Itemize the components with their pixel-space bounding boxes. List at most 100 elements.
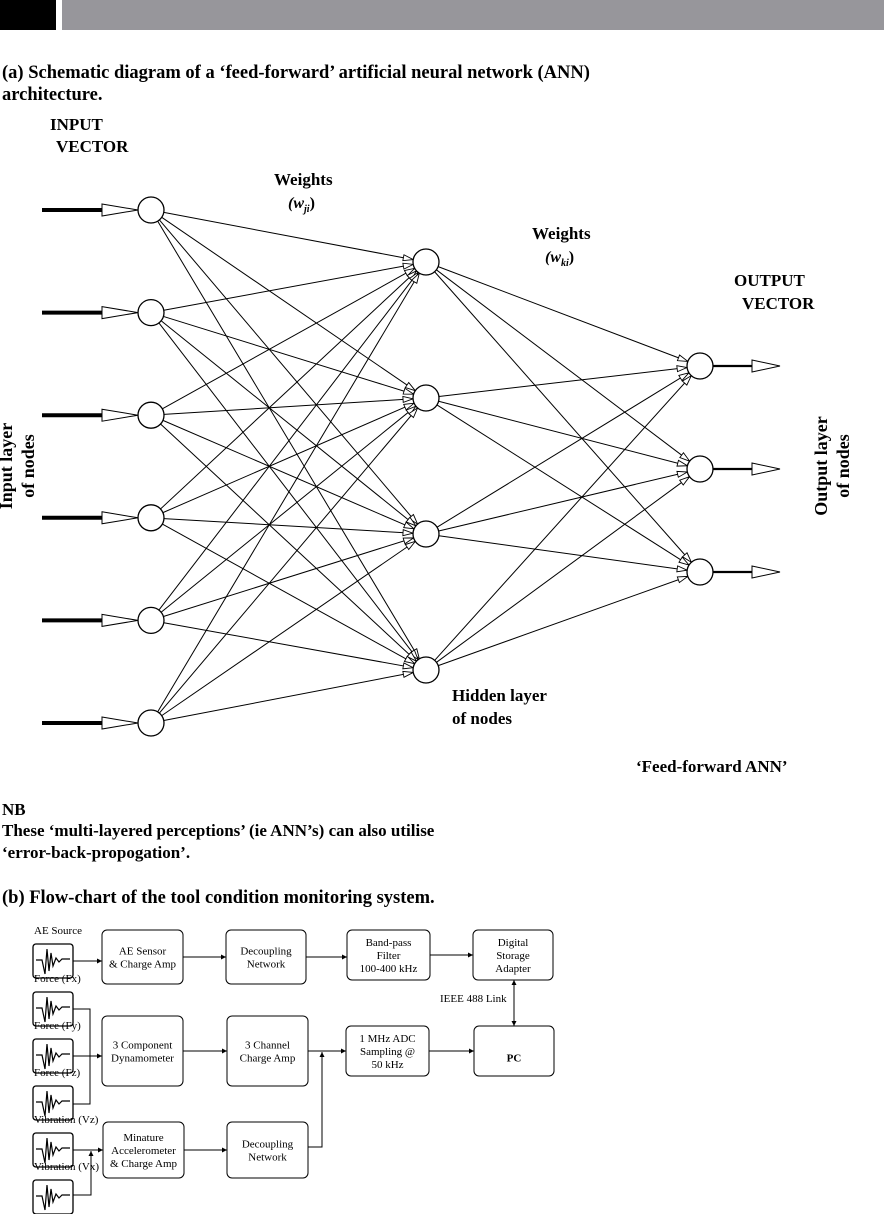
connector-arrowhead-icon (98, 1147, 103, 1153)
input-node (137, 401, 165, 429)
weight-ji-connection (163, 537, 416, 617)
signal-waveform-icon (36, 1137, 70, 1164)
weight-ki-connection (434, 374, 693, 661)
weight-ji-connection (163, 395, 415, 415)
adc-block-text: Sampling @ (360, 1046, 415, 1058)
connection-line (437, 266, 689, 362)
output-arrowhead-icon (751, 359, 781, 373)
connector-arrowhead-icon (222, 1048, 227, 1054)
decoupling-network-2-block-text: Network (248, 1151, 287, 1163)
weights-ji-label: Weights (274, 170, 333, 189)
connection-line (436, 404, 690, 566)
sensor-label: Force (Fy) (34, 1020, 81, 1032)
output-node (686, 558, 714, 586)
connection-line (438, 535, 688, 571)
weight-ji-connection (162, 402, 416, 514)
connection-line (434, 271, 692, 563)
hidden-layer-label-1: Hidden layer (452, 686, 547, 705)
bandpass-filter-block-text: 100-400 kHz (360, 963, 418, 975)
arrowhead-icon (402, 529, 415, 537)
connector-arrowhead-icon (319, 1052, 325, 1057)
sensor-label: AE Source (34, 925, 82, 937)
signal-waveform-icon (36, 1043, 70, 1070)
arrowhead-icon (410, 271, 421, 284)
header-grey-band (62, 0, 884, 30)
connection-line (163, 211, 414, 261)
sensor-3: Force (Fz) (32, 1067, 80, 1121)
input-node (137, 504, 165, 532)
connector-arrowhead-icon (342, 954, 347, 960)
ae-sensor-block-text: AE Sensor (119, 945, 167, 957)
input-vector-label-1: INPUT (50, 115, 103, 134)
connector-arrowhead-icon (97, 1053, 102, 1059)
sensor-label: Force (Fz) (34, 1067, 80, 1079)
output-node (686, 352, 714, 380)
arrowhead-icon (402, 662, 415, 670)
accelerometer-block-text: Accelerometer (111, 1145, 176, 1157)
arrowhead-icon (404, 540, 417, 551)
input-arrowhead-icon (101, 511, 139, 525)
weight-ji-connection (163, 211, 415, 262)
flow-connector (306, 954, 347, 960)
connection-line (161, 216, 416, 392)
sensor-label: Vibration (Vx) (34, 1161, 99, 1173)
weight-ki-connection (434, 271, 693, 564)
weight-ki-connection (438, 365, 689, 397)
connection-line (163, 315, 414, 395)
sensor-2: Force (Fy) (32, 1020, 81, 1074)
dynamometer-block-text: 3 Component (113, 1039, 173, 1051)
connection-line (436, 269, 690, 462)
sensor-1: Force (Fx) (32, 973, 81, 1027)
ae-sensor-block: AE Sensor& Charge Amp (101, 929, 184, 985)
caption-a-line1: (a) Schematic diagram of a ‘feed-forward… (2, 63, 590, 83)
note-line1: These ‘multi-layered perceptions’ (ie AN… (2, 821, 435, 840)
arrowhead-icon (678, 475, 691, 486)
sensor-label: Vibration (Vz) (34, 1114, 99, 1126)
arrowhead-icon (402, 387, 416, 395)
sensor-4: Vibration (Vz) (32, 1114, 99, 1168)
arrowhead-icon (402, 262, 415, 270)
hidden-node (412, 248, 440, 276)
hidden-node (412, 520, 440, 548)
digital-storage-adapter-block-text: Storage (496, 950, 530, 962)
weight-ki-connection (436, 404, 691, 566)
weights-ji-symbol: (wji) (288, 195, 315, 216)
signal-waveform-icon (36, 1184, 70, 1211)
weight-ji-connection (160, 320, 418, 527)
flow-connector (308, 1048, 346, 1054)
arrowhead-icon (406, 651, 418, 663)
input-arrow (42, 408, 139, 422)
arrowhead-icon (402, 670, 415, 678)
connector-arrowhead-icon (88, 1151, 94, 1156)
pc-block-text: PC (507, 1053, 522, 1065)
connector-arrowhead-icon (221, 954, 226, 960)
arrowhead-icon (676, 459, 689, 467)
digital-storage-adapter-block-text: Digital (498, 937, 529, 949)
digital-storage-adapter-block-text: Adapter (495, 963, 531, 975)
connection-line (160, 405, 417, 613)
connection-line (162, 402, 415, 514)
input-node (137, 709, 165, 737)
accelerometer-block-text: & Charge Amp (110, 1158, 178, 1170)
connection-line (162, 267, 415, 410)
connection-line (436, 476, 690, 663)
weight-ji-connection (157, 271, 421, 713)
signal-waveform-icon (36, 948, 70, 975)
input-arrow (42, 511, 139, 525)
connection-line (159, 407, 418, 714)
adc-block-text: 50 kHz (371, 1059, 403, 1071)
weight-ji-connection (163, 518, 415, 537)
weight-ji-connection (162, 523, 416, 665)
connection-line (160, 270, 417, 510)
connector-line (73, 1151, 92, 1196)
decoupling-network-2-block-text: Decoupling (242, 1138, 294, 1150)
connection-line (159, 219, 418, 525)
input-arrow (42, 306, 139, 320)
connection-line (162, 523, 415, 665)
connector-arrowhead-icon (222, 1147, 227, 1153)
